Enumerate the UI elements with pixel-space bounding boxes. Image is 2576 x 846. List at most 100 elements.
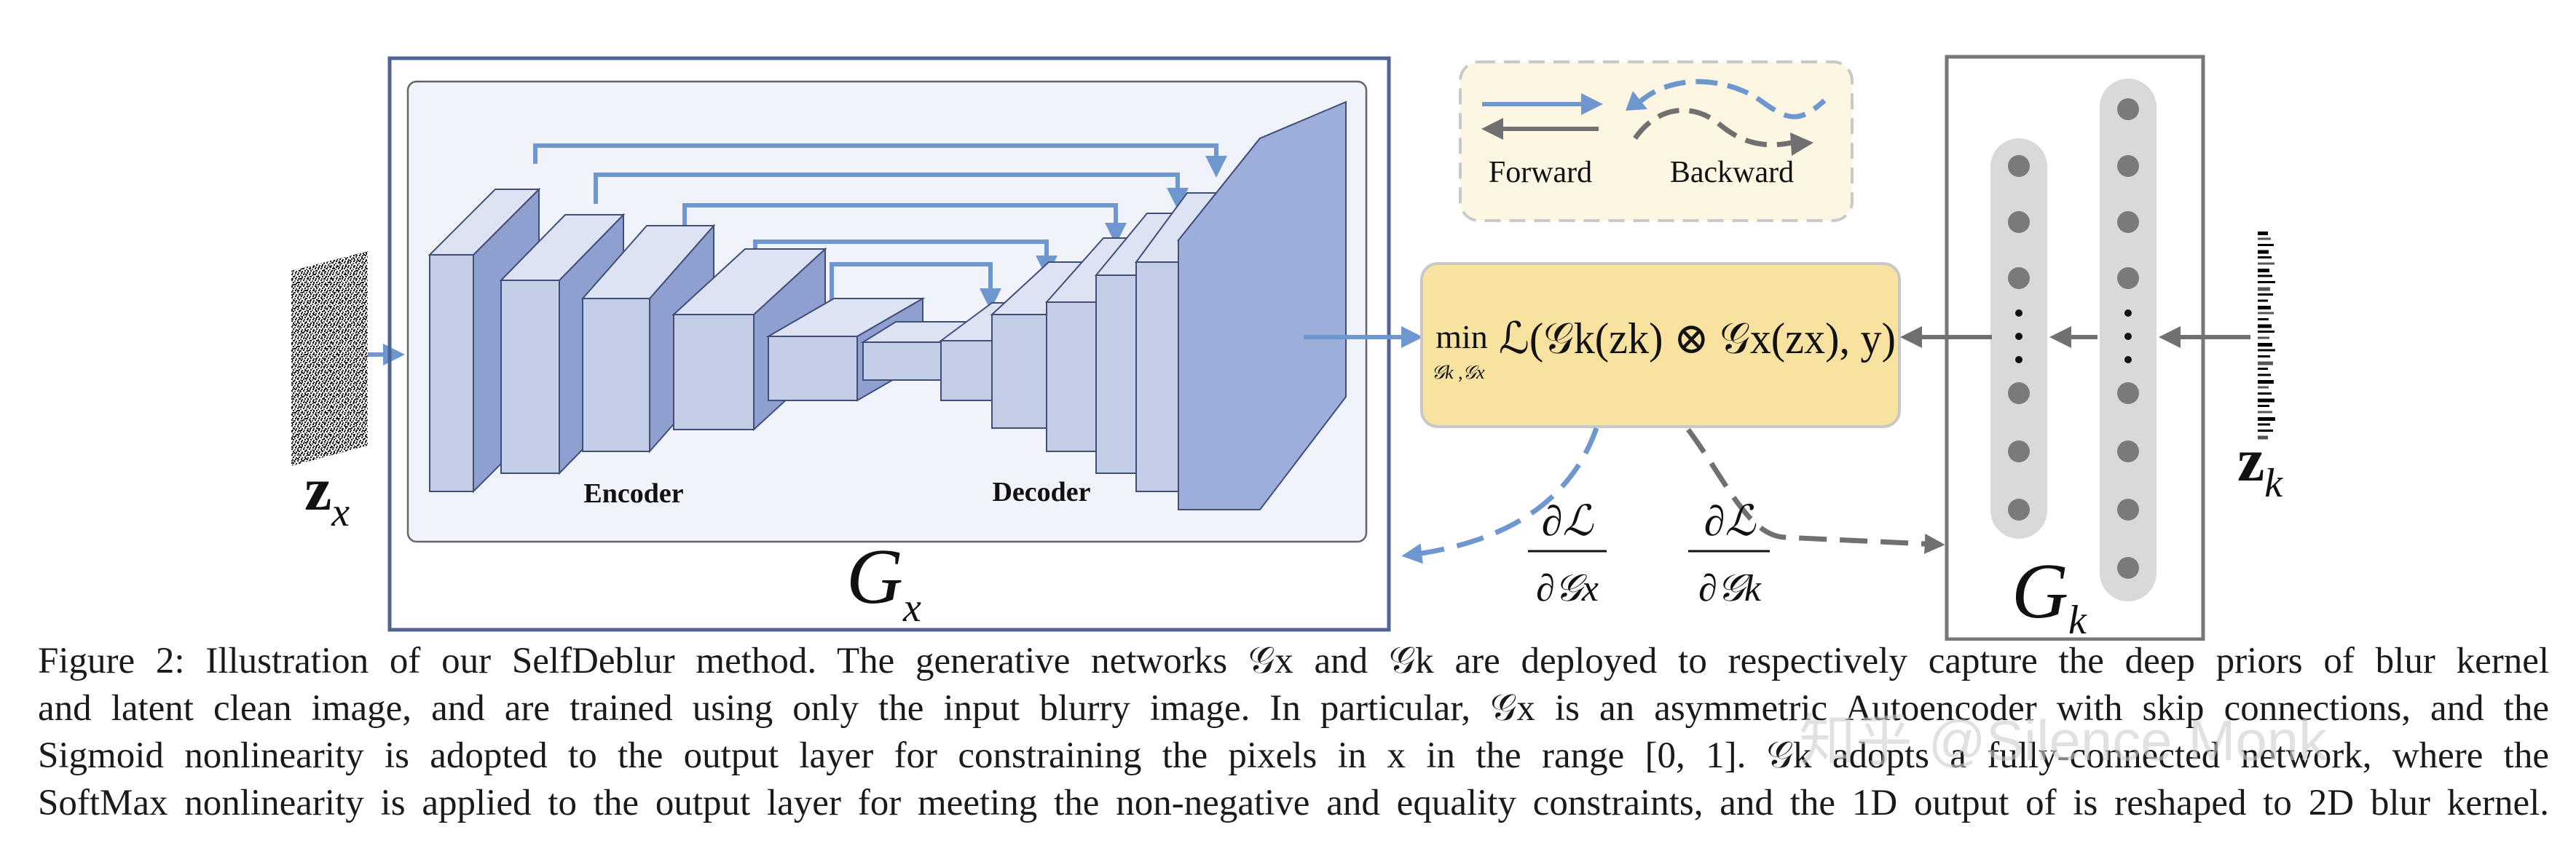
kernel-bar: [2258, 405, 2269, 407]
gk-label: Gk: [2012, 548, 2087, 641]
figure-caption: Figure 2: Illustration of our SelfDeblur…: [38, 638, 2549, 834]
kernel-bar: [2258, 355, 2270, 357]
ellipsis-dot: [2124, 356, 2132, 363]
neuron: [2117, 98, 2139, 120]
kernel-bar: [2258, 312, 2274, 315]
kernel-label-zk: zk: [2237, 427, 2283, 506]
block-front: [500, 280, 560, 474]
ellipsis-dot: [2015, 333, 2022, 340]
kernel-bar: [2258, 392, 2272, 395]
kernel-bar: [2258, 281, 2275, 283]
kernel-bar: [2258, 306, 2271, 309]
kernel-bar: [2258, 361, 2273, 365]
output-layer-block: [1178, 100, 1347, 510]
neuron: [2008, 211, 2030, 233]
kernel-bar: [2258, 417, 2275, 421]
block-front: [673, 314, 755, 430]
backward-arrow-gx: [1401, 427, 1599, 564]
kernel-bar: [2258, 430, 2273, 432]
decoder-label: Decoder: [992, 477, 1090, 507]
caption-line-2: and latent clean image, and are trained …: [38, 688, 2549, 729]
neuron: [2008, 499, 2030, 521]
block-front: [1046, 301, 1100, 452]
kernel-bar: [2258, 343, 2272, 347]
kernel-bar: [2258, 324, 2272, 328]
block-front: [429, 254, 474, 492]
kernel-bar: [2258, 368, 2268, 370]
selfdeblur-diagram: zx Encoder Decoder Gx Forward Backward m…: [291, 55, 2283, 641]
neuron: [2117, 557, 2139, 579]
kernel-bar: [2258, 299, 2268, 302]
kernel-bar: [2258, 269, 2269, 272]
kernel-bar: [2258, 423, 2270, 426]
kernel-bar: [2258, 398, 2274, 403]
kernel-bar: [2258, 373, 2271, 376]
caption-line-3: Sigmoid nonlinearity is adopted to the o…: [38, 735, 2549, 776]
encoder-label: Encoder: [583, 478, 683, 509]
legend-forward-label: Forward: [1489, 156, 1592, 189]
kernel-bar: [2258, 411, 2272, 414]
block-front: [582, 298, 650, 452]
kernel-bar: [2258, 262, 2274, 265]
loss-min-sub: 𝒢k ,𝒢x: [1431, 362, 1485, 383]
kernel-bar: [2258, 250, 2269, 254]
ellipsis-dot: [2124, 333, 2132, 340]
neuron: [2117, 382, 2139, 404]
loss-min: min: [1435, 318, 1488, 355]
loss-expression: ℒ(𝒢k(zk) ⊗ 𝒢x(zx), y): [1499, 315, 1896, 363]
ellipsis-dot: [2015, 309, 2022, 317]
kernel-bar: [2258, 380, 2274, 384]
ellipsis-dot: [2015, 356, 2022, 363]
neuron: [2008, 382, 2030, 404]
svg-text:∂ℒ: ∂ℒ: [1704, 497, 1757, 545]
kernel-bar: [2258, 435, 2268, 440]
svg-text:∂𝒢k: ∂𝒢k: [1698, 568, 1762, 609]
neuron: [2117, 155, 2139, 177]
block-front: [768, 336, 858, 401]
kernel-bar: [2258, 349, 2275, 352]
svg-text:∂𝒢x: ∂𝒢x: [1536, 568, 1599, 609]
legend-backward-label: Backward: [1670, 156, 1794, 189]
autoencoder-blocks: [428, 100, 1347, 510]
kernel-bar: [2258, 331, 2274, 333]
input-label-zx: zx: [304, 456, 350, 535]
kernel-bar: [2258, 287, 2270, 291]
neuron: [2117, 440, 2139, 462]
gx-label: Gx: [846, 534, 921, 630]
block-front: [862, 341, 942, 381]
gx-frame: [387, 56, 1391, 632]
block-front: [991, 314, 1051, 429]
gradient-gk: ∂ℒ ∂𝒢k: [1688, 497, 1770, 609]
kernel-bar: [2258, 274, 2272, 277]
gradient-gx: ∂ℒ ∂𝒢x: [1528, 497, 1607, 609]
kernel-bar: [2258, 232, 2268, 235]
watermark: 知乎 @Silence Monk: [1799, 708, 2328, 772]
caption-line-4: SoftMax nonlinearity is applied to the o…: [38, 783, 2549, 823]
legend: Forward Backward: [1459, 60, 1854, 222]
loss-box: min 𝒢k ,𝒢x ℒ(𝒢k(zk) ⊗ 𝒢x(zx), y): [1420, 262, 1901, 428]
kernel-bar: [2258, 336, 2269, 339]
neuron: [2008, 440, 2030, 462]
caption-line-1: Figure 2: Illustration of our SelfDeblur…: [38, 641, 2549, 681]
neuron: [2117, 267, 2139, 289]
kernel-bar: [2258, 318, 2269, 320]
block-front: [1095, 274, 1142, 474]
kernel-bar: [2258, 256, 2272, 258]
backward-arrow-gk: [1686, 427, 1945, 554]
kernel-noise-vector: [2258, 232, 2275, 440]
ellipsis-dot: [2124, 309, 2132, 317]
kernel-bar: [2258, 237, 2271, 240]
block-front: [1135, 261, 1181, 492]
gk-neurons: [2008, 98, 2139, 579]
gk-frame: [1945, 55, 2205, 641]
kernel-bar: [2258, 293, 2273, 296]
input-noise-image: [291, 251, 368, 466]
svg-text:∂ℒ: ∂ℒ: [1542, 497, 1594, 545]
neuron: [2008, 155, 2030, 177]
neuron: [2117, 499, 2139, 521]
kernel-bar: [2258, 244, 2274, 246]
neuron: [2008, 267, 2030, 289]
neuron: [2117, 211, 2139, 233]
kernel-bar: [2258, 386, 2269, 389]
block-front: [940, 340, 994, 401]
